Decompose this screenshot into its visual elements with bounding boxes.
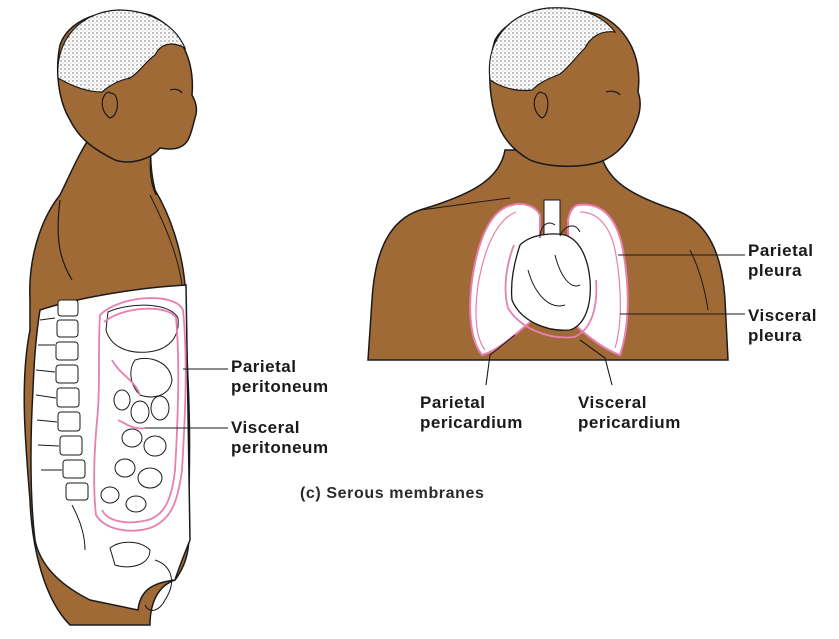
- figure-caption: (c) Serous membranes: [300, 485, 485, 503]
- label-parietal-pericardium: Parietal pericardium: [420, 393, 523, 433]
- side-view-figure: [24, 10, 196, 625]
- label-parietal-peritoneum: Parietal peritoneum: [231, 357, 329, 397]
- label-visceral-pericardium: Visceral pericardium: [578, 393, 681, 433]
- front-view-figure: [368, 8, 728, 360]
- label-visceral-pleura: Visceral pleura: [748, 306, 817, 346]
- label-parietal-pleura: Parietal pleura: [748, 241, 813, 281]
- label-visceral-peritoneum: Visceral peritoneum: [231, 418, 329, 458]
- heart: [512, 234, 591, 330]
